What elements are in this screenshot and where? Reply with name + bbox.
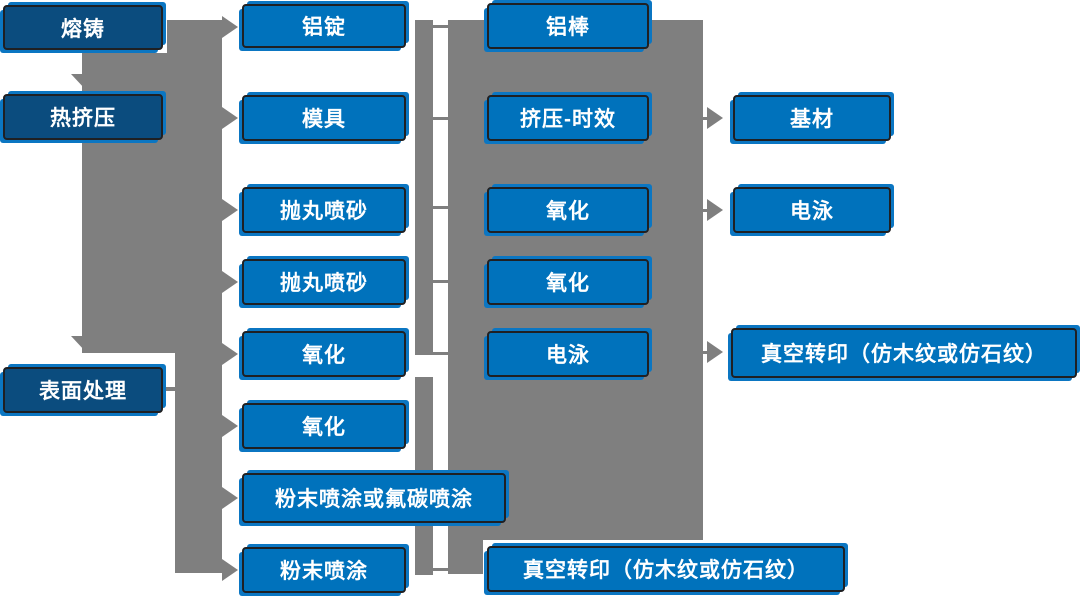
arrowhead-to-oxidation2-icon — [222, 415, 238, 437]
connector-band-middle — [415, 377, 433, 472]
node-powder-or-fluorocarbon: 粉末喷涂或氟碳喷涂 — [242, 473, 506, 523]
node-vacuum-transfer-col3: 真空转印（仿木纹或仿石纹） — [487, 546, 845, 592]
arrowhead-to-blast1-icon — [222, 199, 238, 221]
node-shot-blasting-2: 抛丸喷砂 — [242, 259, 406, 305]
link-line-powder-vacuum — [433, 568, 448, 571]
arrow-stem-base — [700, 117, 710, 120]
arrowhead-to-blast2-icon — [222, 271, 238, 293]
node-oxidation-col2-2: 氧化 — [242, 403, 406, 449]
link-line-mold-extrusion — [433, 117, 448, 120]
node-oxidation-col3-1: 氧化 — [487, 187, 649, 233]
node-extrusion-aging: 挤压-时效 — [487, 95, 649, 141]
arrowhead-down-to-surface-treatment-icon — [71, 336, 99, 351]
arrowhead-to-base-icon — [707, 107, 723, 129]
arrowhead-to-oxidation1-icon — [222, 343, 238, 365]
arrow-stem-vacuum — [700, 351, 710, 354]
link-line-surface-trunk — [163, 387, 177, 391]
node-aluminum-ingot: 铝锭 — [242, 4, 406, 48]
link-line-oxidation-electro — [433, 352, 448, 355]
node-powder-coating: 粉末喷涂 — [242, 547, 406, 593]
arrowhead-to-mold-icon — [222, 107, 238, 129]
node-electrophoresis-col3: 电泳 — [487, 331, 649, 377]
arrowhead-to-ingot-icon — [222, 16, 238, 38]
arrow-stem-electro — [700, 209, 710, 212]
node-vacuum-transfer-col4: 真空转印（仿木纹或仿石纹） — [731, 328, 1077, 378]
arrowhead-to-vacuum4-icon — [707, 341, 723, 363]
node-surface-treatment: 表面处理 — [3, 367, 163, 413]
connector-band-upper — [415, 20, 433, 355]
connector-trunk-top — [167, 20, 222, 55]
link-line-blast1-oxidation — [433, 206, 448, 209]
arrowhead-to-powderfluoro-icon — [222, 487, 238, 509]
node-hot-extrusion: 热挤压 — [3, 94, 163, 140]
node-shot-blasting-1: 抛丸喷砂 — [242, 187, 406, 233]
link-line-blast2-oxidation — [433, 280, 448, 283]
node-oxidation-col2-1: 氧化 — [242, 331, 406, 377]
connector-block-stub — [448, 540, 483, 574]
node-melt-casting: 熔铸 — [3, 5, 163, 50]
arrowhead-to-powder-icon — [222, 559, 238, 581]
node-aluminum-rod: 铝棒 — [487, 3, 649, 49]
node-electrophoresis-col4: 电泳 — [733, 187, 891, 233]
node-substrate: 基材 — [733, 95, 891, 141]
connector-trunk-narrow — [175, 353, 222, 573]
connector-band-lower — [415, 526, 433, 575]
node-mold: 模具 — [242, 95, 406, 141]
arrowhead-down-to-hot-extrusion-icon — [71, 74, 99, 89]
link-line-ingot-rod — [433, 25, 448, 28]
node-oxidation-col3-2: 氧化 — [487, 259, 649, 305]
arrowhead-to-electro4-icon — [707, 199, 723, 221]
